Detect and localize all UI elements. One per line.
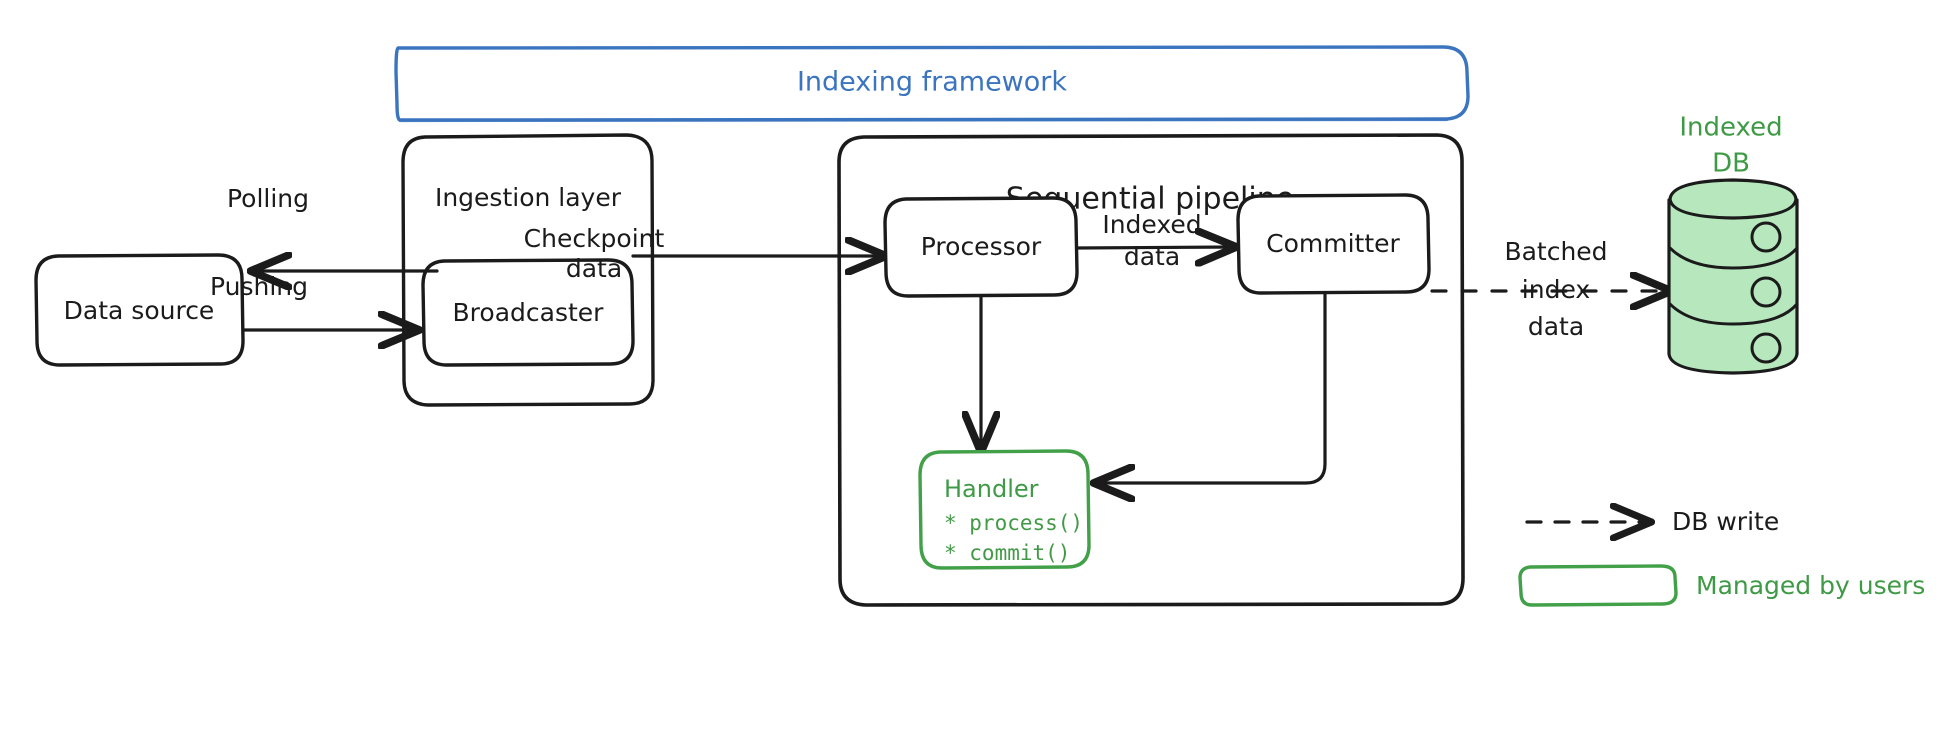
edge-committer-handler — [1095, 291, 1327, 483]
node-broadcaster-label: Broadcaster — [453, 298, 605, 327]
edge-checkpoint-data-label-line1: Checkpoint — [524, 224, 665, 253]
node-processor-label: Processor — [921, 232, 1042, 261]
edge-batched-index-data-label-line1: Batched — [1504, 237, 1607, 266]
edge-batched-index-data-label-line2: index — [1522, 275, 1590, 304]
indexed-db-label-line1: Indexed — [1679, 113, 1782, 143]
framework-box: Indexing framework — [394, 45, 1470, 123]
legend-item-managed-by-users-label: Managed by users — [1696, 571, 1925, 600]
framework-box-label: Indexing framework — [797, 67, 1067, 98]
node-handler[interactable]: Handler * process() * commit() — [918, 449, 1091, 570]
ingestion-layer-container: Ingestion layer — [401, 133, 655, 407]
node-broadcaster[interactable]: Broadcaster — [421, 258, 635, 367]
edge-checkpoint-data: Checkpoint data — [524, 224, 885, 283]
node-committer[interactable]: Committer — [1236, 193, 1431, 295]
indexed-db: Indexed DB — [1667, 113, 1799, 375]
node-processor[interactable]: Processor — [883, 196, 1079, 298]
edge-pushing: Pushing — [210, 272, 418, 330]
legend-item-db-write: DB write — [1525, 507, 1779, 536]
edge-pushing-label: Pushing — [210, 272, 308, 301]
ingestion-layer-label: Ingestion layer — [435, 183, 622, 212]
edge-polling-label: Polling — [227, 184, 309, 213]
legend: DB write Managed by users — [1518, 507, 1925, 607]
node-handler-method-process: * process() — [944, 511, 1083, 535]
legend-item-db-write-label: DB write — [1672, 507, 1779, 536]
node-data-source-label: Data source — [64, 296, 215, 325]
edge-checkpoint-data-label-line2: data — [566, 254, 622, 283]
edge-batched-index-data-label-line3: data — [1528, 312, 1584, 341]
indexed-db-label-line2: DB — [1712, 149, 1750, 179]
node-committer-label: Committer — [1266, 229, 1400, 258]
database-cylinder-icon — [1667, 178, 1799, 375]
legend-item-managed-by-users: Managed by users — [1518, 564, 1925, 607]
node-handler-method-commit: * commit() — [944, 541, 1070, 565]
edge-polling: Polling — [227, 184, 439, 271]
node-data-source[interactable]: Data source — [34, 253, 245, 367]
edge-indexed-data-label-line2: data — [1124, 242, 1180, 271]
node-handler-title: Handler — [944, 475, 1039, 503]
edge-indexed-data-label-line1: Indexed — [1102, 210, 1201, 239]
edge-batched-index-data: Batched index data — [1430, 237, 1670, 341]
edge-indexed-data: Indexed data — [1075, 210, 1235, 271]
